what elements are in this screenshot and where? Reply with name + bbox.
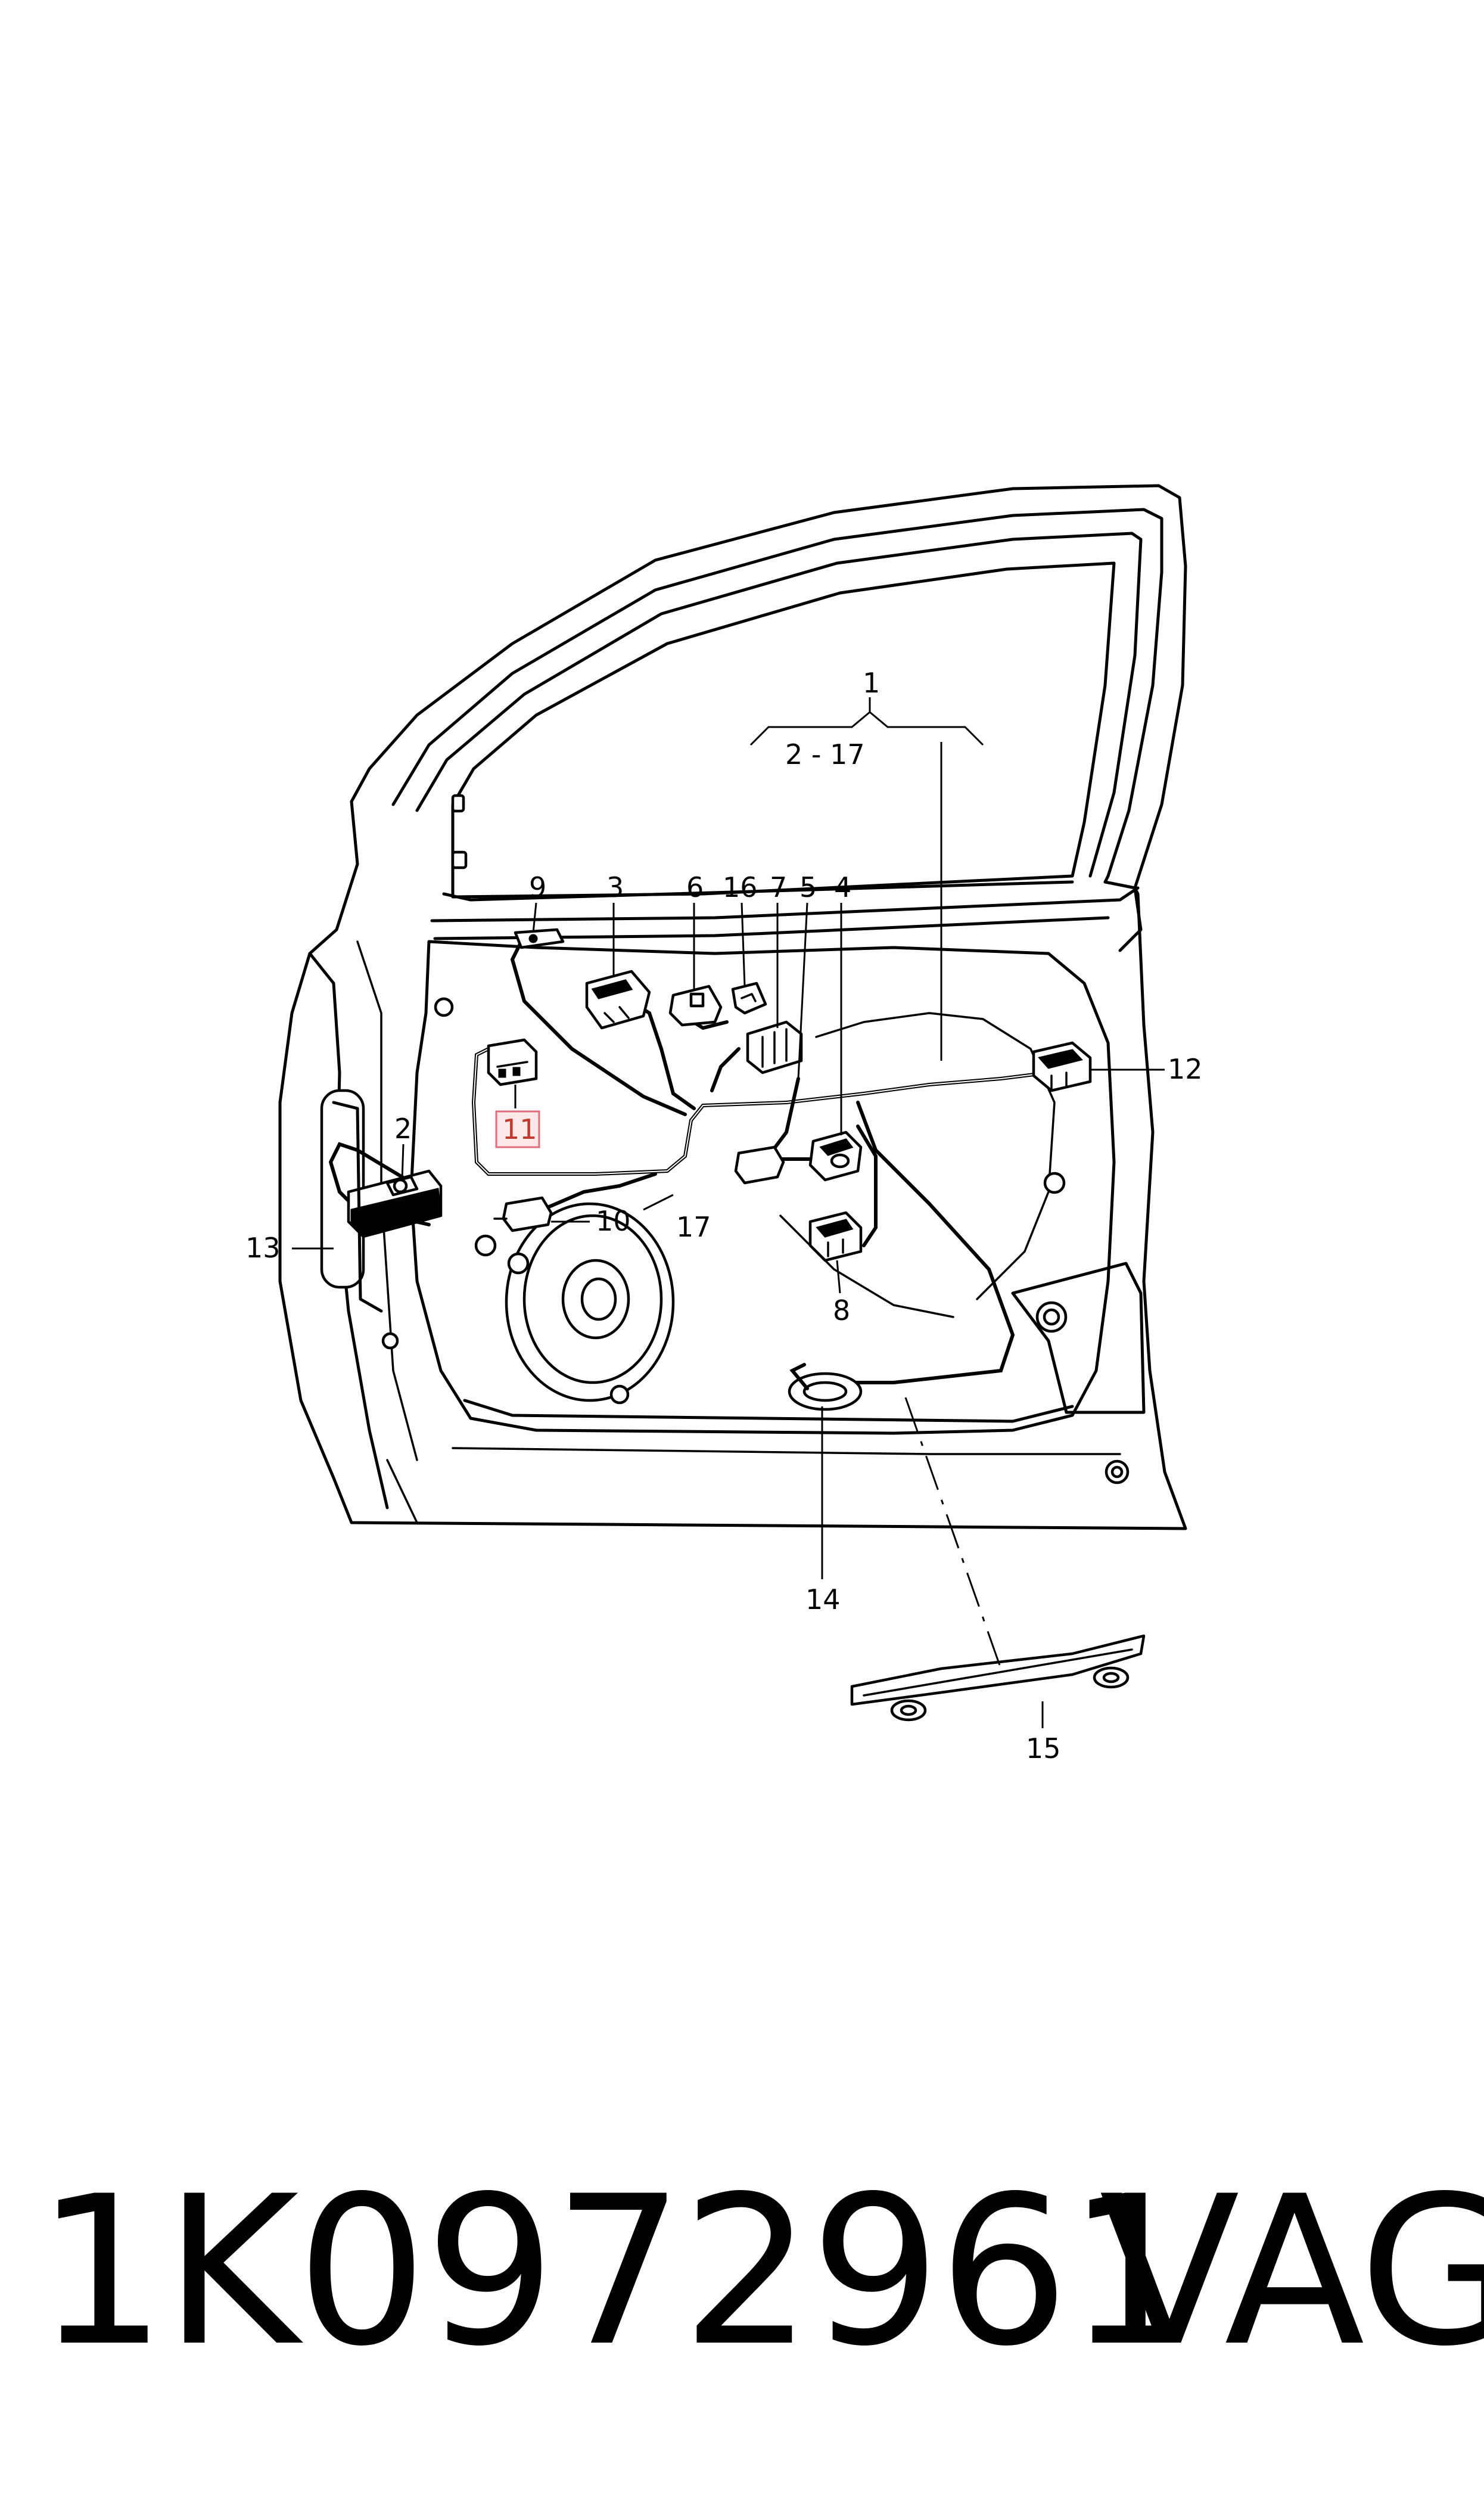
clip-16 bbox=[731, 981, 767, 1015]
speaker bbox=[505, 1202, 675, 1405]
connector-8 bbox=[808, 1211, 863, 1262]
connectors bbox=[332, 928, 1146, 1722]
callout-14: 14 bbox=[805, 1583, 841, 1616]
callout-4: 4 bbox=[834, 871, 851, 903]
callout-16: 16 bbox=[723, 871, 758, 903]
callout-8: 8 bbox=[833, 1294, 850, 1327]
connector-4 bbox=[808, 1130, 863, 1182]
connector-10 bbox=[493, 1196, 553, 1232]
connector-5 bbox=[734, 1145, 785, 1185]
callout-10: 10 bbox=[596, 1205, 631, 1237]
trim-strip-15 bbox=[850, 1634, 1146, 1722]
leader-lines bbox=[292, 902, 1165, 1728]
callout-1: 1 bbox=[863, 667, 880, 699]
callout-13: 13 bbox=[245, 1232, 281, 1264]
door-wiring-harness-diagram: 1 2 - 17 9 3 6 16 7 5 4 12 2 11 10 17 13… bbox=[245, 484, 1203, 1765]
callout-2: 2 bbox=[394, 1113, 412, 1145]
connector-3 bbox=[585, 970, 651, 1030]
callout-17: 17 bbox=[676, 1211, 711, 1243]
grommet-14 bbox=[788, 1363, 863, 1411]
callout-1-bracket bbox=[749, 697, 984, 1061]
connector-7 bbox=[746, 1020, 803, 1074]
connector-6 bbox=[668, 984, 723, 1027]
callout-3: 3 bbox=[606, 871, 624, 903]
connector-12 bbox=[1032, 1041, 1092, 1092]
footer: 1K0972961 VAG bbox=[0, 2169, 1484, 2408]
highlight-box-11 bbox=[495, 1110, 540, 1148]
callout-12: 12 bbox=[1168, 1053, 1203, 1085]
callout-9: 9 bbox=[529, 871, 546, 903]
callout-15: 15 bbox=[1026, 1732, 1061, 1765]
part-number: 1K0972961 bbox=[36, 2153, 1197, 2391]
callout-1-range: 2 - 17 bbox=[785, 738, 865, 771]
cable-sleeve-13 bbox=[332, 1101, 383, 1313]
callout-5: 5 bbox=[799, 871, 817, 903]
callout-labels: 1 2 - 17 9 3 6 16 7 5 4 12 2 11 10 17 13… bbox=[245, 667, 1203, 1765]
connector-11 bbox=[487, 1038, 538, 1086]
brand-label: VAG bbox=[1099, 2153, 1484, 2391]
callout-11: 11 bbox=[502, 1113, 537, 1145]
connector-9 bbox=[514, 928, 565, 949]
callout-6: 6 bbox=[686, 871, 704, 903]
callout-7: 7 bbox=[770, 871, 787, 903]
door-shell bbox=[278, 484, 1187, 1530]
connector-2 bbox=[347, 1169, 443, 1238]
